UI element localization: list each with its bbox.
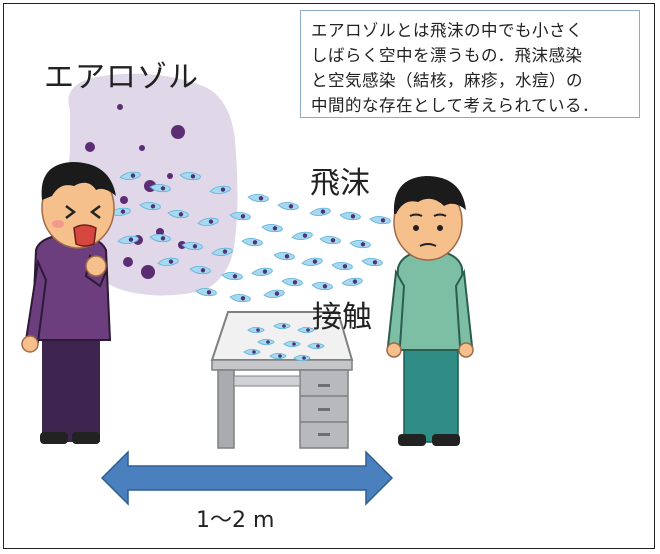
- explanation-line-1: エアロゾルとは飛沫の中でも小さく: [311, 21, 583, 40]
- droplet: [189, 265, 211, 275]
- explanation-line-2: しばらく空中を漂うもの．飛沫感染: [311, 46, 583, 65]
- desk-droplets: [243, 322, 325, 362]
- desk-droplet: [283, 340, 301, 348]
- desk-droplet: [307, 342, 325, 350]
- droplet-spray: [109, 171, 391, 303]
- droplet: [181, 241, 203, 251]
- droplet-label: 飛沫: [310, 166, 370, 201]
- droplet: [319, 235, 341, 245]
- explanation-line-3: と空気感染（結核，麻疹，水痘）の: [311, 71, 583, 90]
- droplet: [229, 293, 251, 303]
- desk-droplet: [297, 326, 315, 334]
- droplet: [369, 215, 391, 225]
- droplet: [229, 211, 251, 221]
- droplet: [149, 233, 171, 243]
- droplet: [281, 277, 303, 287]
- explanation-line-4: 中間的な存在として考えられている．: [311, 96, 600, 115]
- droplet: [195, 287, 217, 297]
- droplet: [277, 201, 299, 211]
- desk-droplet: [293, 354, 311, 362]
- droplet: [209, 185, 231, 195]
- desk-droplet: [269, 352, 287, 360]
- droplet: [349, 239, 371, 249]
- droplet: [241, 237, 263, 247]
- distance-arrow: [100, 450, 394, 506]
- droplet: [341, 277, 363, 287]
- droplet: [339, 211, 361, 221]
- droplet: [167, 209, 189, 219]
- droplet: [247, 193, 269, 203]
- desk-droplet: [257, 338, 275, 346]
- desk-droplet: [273, 322, 291, 330]
- droplet: [261, 223, 283, 233]
- droplet: [311, 281, 333, 291]
- droplet: [309, 207, 331, 217]
- droplet: [361, 257, 383, 267]
- droplet: [273, 251, 295, 261]
- explanation-box: エアロゾルとは飛沫の中でも小さく しばらく空中を漂うもの．飛沫感染 と空気感染（…: [300, 10, 640, 118]
- desk-droplet: [247, 326, 265, 334]
- droplet: [291, 231, 313, 241]
- droplet: [157, 257, 179, 267]
- droplet: [109, 207, 131, 217]
- droplet: [149, 183, 171, 193]
- droplet: [179, 171, 201, 181]
- droplet: [221, 271, 243, 281]
- droplet: [251, 267, 273, 277]
- droplet: [263, 289, 285, 299]
- listening-person: [386, 176, 474, 446]
- contact-label: 接触: [312, 300, 372, 335]
- droplet: [331, 261, 353, 271]
- droplet: [211, 247, 233, 257]
- droplet: [119, 171, 141, 181]
- droplet: [117, 235, 139, 245]
- desk-droplet: [243, 348, 261, 356]
- droplet: [139, 201, 161, 211]
- coughing-person: [21, 162, 116, 444]
- distance-label: 1～2 m: [196, 508, 275, 533]
- aerosol-label: エアロゾル: [44, 60, 199, 95]
- droplet: [197, 217, 219, 227]
- droplet: [301, 257, 323, 267]
